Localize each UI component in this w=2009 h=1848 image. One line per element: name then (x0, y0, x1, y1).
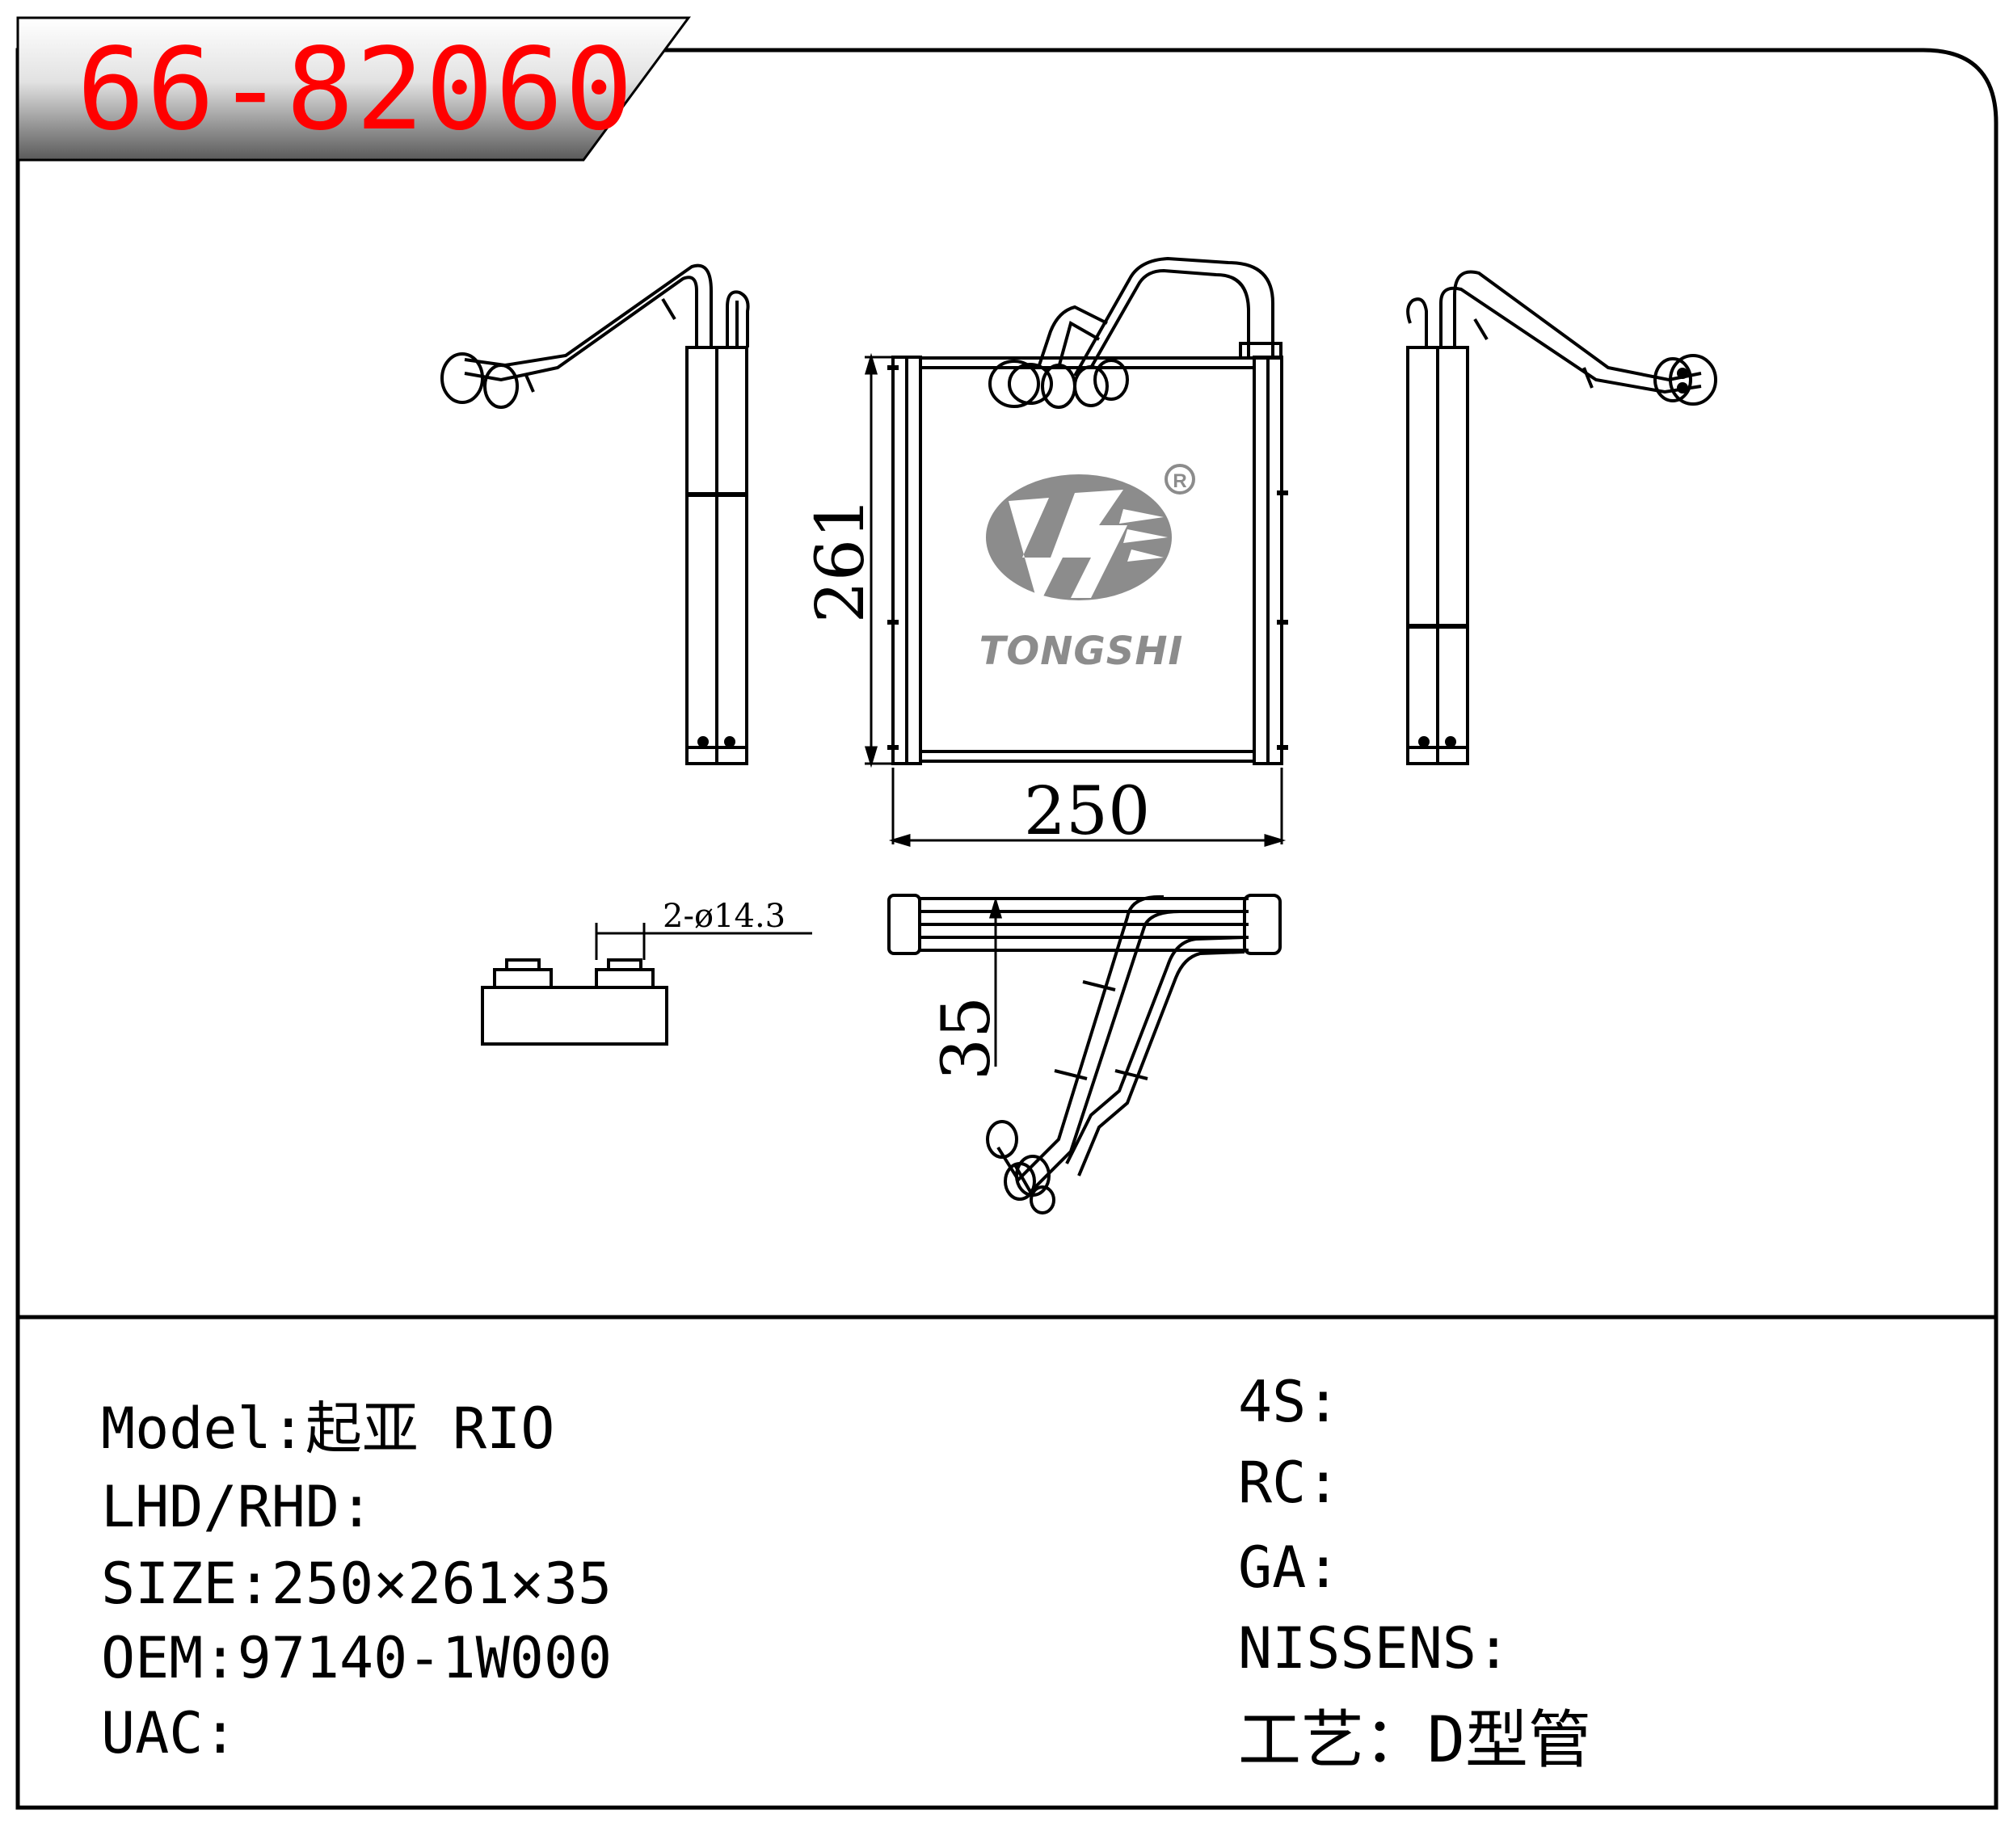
title-banner (16, 16, 691, 162)
spec-process-value: D型管 (1427, 1704, 1591, 1777)
spec-model-value: 起亚 RIO (305, 1395, 555, 1462)
depth-dimension-label: 35 (929, 996, 1005, 1080)
spec-4s: 4S: (1238, 1374, 1340, 1430)
spec-rc-label: RC: (1238, 1450, 1341, 1516)
spec-ga: GA: (1238, 1539, 1340, 1596)
spec-ga-label: GA: (1238, 1534, 1341, 1601)
left-side-view (440, 263, 750, 765)
spec-4s-label: 4S: (1238, 1369, 1341, 1435)
height-dimension-label: 261 (802, 497, 879, 624)
spec-uac-label: UAC: (101, 1700, 238, 1766)
top-view (887, 894, 1282, 1214)
brand-name: TONGSHI (979, 629, 1184, 674)
width-dimension-label: 250 (1024, 773, 1151, 850)
spec-process-label: 工艺： (1238, 1704, 1428, 1777)
spec-model: Model:起亚 RIO (101, 1400, 554, 1457)
part-number: 66-82060 (77, 24, 635, 156)
spec-nissens: NISSENS: (1238, 1620, 1510, 1677)
height-dimension (864, 352, 893, 768)
pipe-diameter-label: 2-ø14.3 (663, 898, 785, 935)
spec-rc: RC: (1238, 1454, 1340, 1511)
spec-lhd-rhd: LHD/RHD: (101, 1479, 373, 1535)
spec-lhd-rhd-label: LHD/RHD: (101, 1474, 374, 1540)
tongshi-logo (986, 474, 1172, 606)
spec-model-label: Model: (101, 1395, 305, 1462)
spec-process: 工艺：D型管 (1238, 1709, 1591, 1772)
front-view (887, 256, 1288, 765)
width-dimension (888, 768, 1287, 848)
depth-dimension (988, 896, 1003, 1067)
registered-mark: R (1173, 470, 1186, 492)
right-side-view (1406, 270, 1717, 765)
registered-mark-circle (1165, 464, 1195, 495)
spec-size-label: SIZE: (101, 1551, 272, 1617)
spec-oem-value: 97140-1W000 (237, 1625, 613, 1691)
pipe-fitting-view (481, 923, 812, 1046)
spec-uac: UAC: (101, 1705, 238, 1762)
spec-size: SIZE:250×261×35 (101, 1555, 612, 1612)
spec-oem-label: OEM: (101, 1625, 238, 1691)
spec-oem: OEM:97140-1W000 (101, 1630, 612, 1686)
spec-size-value: 250×261×35 (271, 1551, 613, 1617)
outer-frame (15, 48, 1998, 1810)
spec-nissens-label: NISSENS: (1238, 1615, 1511, 1682)
